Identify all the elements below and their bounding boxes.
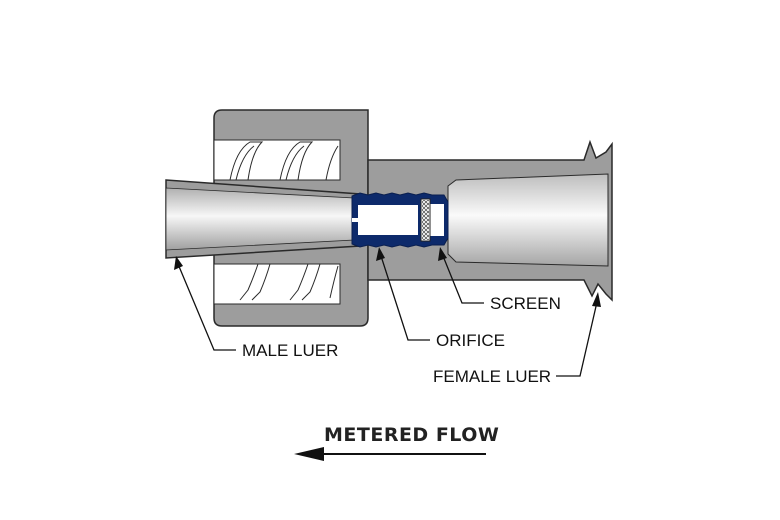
orifice-insert xyxy=(351,192,449,248)
callout-male-luer: MALE LUER xyxy=(174,256,338,360)
label-female-luer: FEMALE LUER xyxy=(433,367,551,386)
female-barrel xyxy=(367,139,613,302)
flow-arrow-head-icon xyxy=(294,447,324,461)
orifice-hole xyxy=(352,218,358,222)
callout-female-luer: FEMALE LUER xyxy=(433,292,601,386)
callout-orifice: ORIFICE xyxy=(376,247,505,350)
label-male-luer: MALE LUER xyxy=(242,341,338,360)
label-screen: SCREEN xyxy=(490,294,561,313)
thread-lower xyxy=(239,263,339,301)
male-luer-tip xyxy=(165,179,361,259)
thread-upper xyxy=(229,141,339,181)
orifice-bore xyxy=(358,205,418,235)
label-metered-flow: METERED FLOW xyxy=(324,424,499,446)
metered-flow-indicator: METERED FLOW xyxy=(294,424,499,461)
screen-mesh xyxy=(420,198,431,242)
label-orifice: ORIFICE xyxy=(436,331,505,350)
callout-screen: SCREEN xyxy=(438,247,561,313)
